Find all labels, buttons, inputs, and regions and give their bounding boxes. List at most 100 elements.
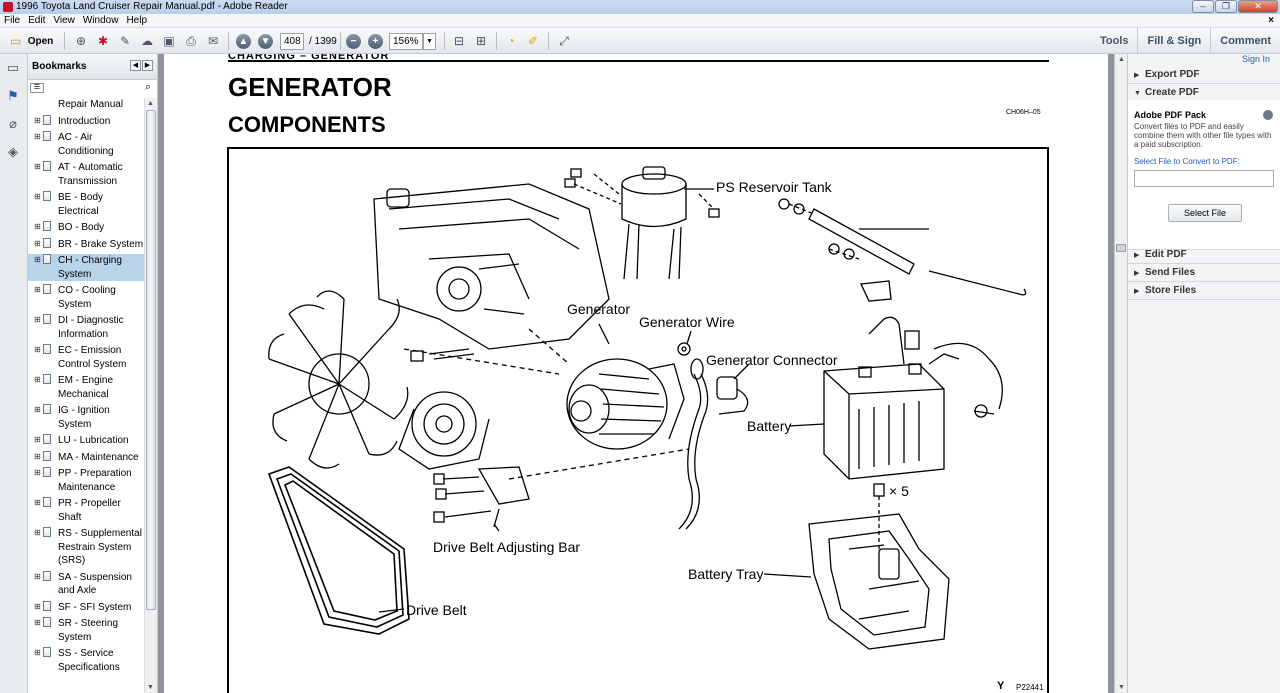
expand-icon[interactable]: ⊞ bbox=[34, 618, 41, 627]
bookmark-item[interactable]: ⊞EM - Engine Mechanical bbox=[28, 374, 144, 401]
bookmark-item[interactable]: ⊞PP - Preparation Maintenance bbox=[28, 467, 144, 494]
scroll-down-icon[interactable]: ▼ bbox=[1118, 684, 1125, 691]
bookmarks-icon[interactable]: ⚑ bbox=[7, 88, 19, 103]
open-button[interactable]: ▭ Open bbox=[4, 32, 56, 50]
expand-icon[interactable]: ⊞ bbox=[34, 498, 41, 507]
bookmark-item[interactable]: ⊞BE - Body Electrical bbox=[28, 191, 144, 218]
save-icon[interactable]: ▣ bbox=[163, 34, 175, 48]
expand-icon[interactable]: ⊞ bbox=[34, 528, 41, 537]
highlight-icon[interactable]: ✐ bbox=[527, 34, 539, 48]
scroll-thumb[interactable] bbox=[1116, 244, 1126, 252]
fit-width-icon[interactable]: ⊞ bbox=[475, 34, 487, 48]
zoom-input[interactable]: 156% bbox=[389, 32, 423, 50]
scroll-down-icon[interactable]: ▼ bbox=[147, 684, 154, 691]
close-window-button[interactable]: ✕ bbox=[1238, 0, 1278, 13]
menu-window[interactable]: Window bbox=[82, 15, 119, 26]
layers-icon[interactable]: ◈ bbox=[8, 144, 18, 159]
select-file-link[interactable]: Select File to Convert to PDF: bbox=[1134, 157, 1240, 166]
menu-edit[interactable]: Edit bbox=[28, 15, 46, 26]
expand-icon[interactable]: ⊞ bbox=[34, 285, 41, 294]
expand-icon[interactable]: ⊞ bbox=[34, 451, 41, 461]
page-thumbnails-icon[interactable]: ▭ bbox=[6, 60, 20, 75]
scroll-up-icon[interactable]: ▲ bbox=[147, 100, 154, 107]
bookmark-item[interactable]: ⊞SR - Steering System bbox=[28, 617, 144, 644]
scroll-up-icon[interactable]: ▲ bbox=[1118, 56, 1125, 63]
menu-view[interactable]: View bbox=[53, 15, 75, 26]
bookmark-item[interactable]: ⊞MA - Maintenance bbox=[28, 450, 144, 465]
minimize-button[interactable]: – bbox=[1192, 0, 1214, 13]
expand-icon[interactable]: ⊞ bbox=[34, 468, 41, 477]
expand-icon[interactable]: ⊞ bbox=[34, 192, 41, 201]
bookmark-item[interactable]: ⊞IG - Ignition System bbox=[28, 404, 144, 431]
expand-icon[interactable]: ⊞ bbox=[34, 601, 41, 611]
send-files-section[interactable]: ▶Send Files bbox=[1128, 264, 1280, 282]
acrobat-icon[interactable]: ✱ bbox=[97, 34, 109, 48]
full-screen-icon[interactable]: ⤢ bbox=[559, 34, 569, 48]
tools-button[interactable]: Tools bbox=[1099, 35, 1129, 47]
bookmark-item[interactable]: ⊞BO - Body bbox=[28, 221, 144, 235]
next-page-icon[interactable]: ▼ bbox=[258, 33, 273, 49]
cloud-upload-icon[interactable]: ☁ bbox=[141, 34, 153, 48]
bookmark-item[interactable]: ⊞SS - Service Specifications bbox=[28, 647, 144, 674]
bookmark-item[interactable]: ⊞SA - Suspension and Axle bbox=[28, 570, 144, 598]
bookmark-item[interactable]: ⊞CH - Charging System bbox=[28, 254, 144, 281]
bookmarks-scrollbar[interactable]: ▲ ▼ bbox=[144, 98, 157, 693]
fill-sign-button[interactable]: Fill & Sign bbox=[1137, 28, 1210, 54]
menu-file[interactable]: File bbox=[4, 15, 21, 26]
document-scrollbar[interactable]: ▲ ▼ bbox=[1114, 54, 1127, 693]
email-icon[interactable]: ✉ bbox=[207, 34, 219, 48]
bookmark-item[interactable]: ⊞DI - Diagnostic Information bbox=[28, 314, 144, 341]
attachments-icon[interactable]: ⌀ bbox=[9, 116, 17, 131]
options-icon[interactable]: ☰ bbox=[30, 83, 44, 93]
zoom-in-icon[interactable]: + bbox=[368, 33, 383, 49]
expand-icon[interactable]: ⊞ bbox=[34, 405, 41, 414]
zoom-dropdown-icon[interactable]: ▼ bbox=[423, 32, 436, 50]
sticky-note-icon[interactable]: ◔ bbox=[507, 34, 515, 48]
expand-icon[interactable]: ⊞ bbox=[34, 435, 41, 444]
store-files-section[interactable]: ▶Store Files bbox=[1128, 282, 1280, 300]
bookmark-item[interactable]: ⊞Introduction bbox=[28, 114, 144, 129]
previous-page-icon[interactable]: ▲ bbox=[236, 33, 251, 49]
bookmark-item[interactable]: ⊞RS - Supplemental Restrain System (SRS) bbox=[28, 527, 144, 568]
create-pdf-icon[interactable]: ⊕ bbox=[75, 34, 87, 48]
bookmark-item[interactable]: ⊞EC - Emission Control System bbox=[28, 344, 144, 371]
expand-icon[interactable]: ⊞ bbox=[34, 571, 41, 581]
expand-icon[interactable]: ⊞ bbox=[34, 162, 41, 171]
expand-icon[interactable]: ⊞ bbox=[34, 238, 41, 248]
close-document-button[interactable]: × bbox=[1268, 15, 1274, 26]
zoom-out-icon[interactable]: − bbox=[346, 33, 361, 49]
page-number-input[interactable]: 408 bbox=[280, 32, 304, 50]
collapse-panel-icon[interactable]: ◀ bbox=[130, 60, 141, 71]
sign-in-link[interactable]: Sign In bbox=[1241, 54, 1270, 64]
bookmark-item[interactable]: ⊞PR - Propeller Shaft bbox=[28, 497, 144, 524]
bookmark-item[interactable]: ⊞AC - Air Conditioning bbox=[28, 131, 144, 158]
bookmark-item[interactable]: ⊞BR - Brake System bbox=[28, 237, 144, 252]
edit-pdf-section[interactable]: ▶Edit PDF bbox=[1128, 246, 1280, 264]
expand-panel-icon[interactable]: ▶ bbox=[142, 60, 153, 71]
comment-button[interactable]: Comment bbox=[1210, 28, 1280, 54]
expand-icon[interactable]: ⊞ bbox=[34, 222, 41, 231]
scroll-thumb[interactable] bbox=[146, 110, 156, 610]
find-bookmark-icon[interactable]: ⌕ bbox=[144, 81, 151, 93]
expand-icon[interactable]: ⊞ bbox=[34, 375, 41, 384]
bookmark-item[interactable]: ⊞AT - Automatic Transmission bbox=[28, 161, 144, 188]
export-pdf-section[interactable]: ▶Export PDF bbox=[1128, 66, 1280, 84]
expand-icon[interactable]: ⊞ bbox=[34, 345, 41, 354]
select-file-button[interactable]: Select File bbox=[1168, 204, 1242, 222]
expand-icon[interactable]: ⊞ bbox=[34, 255, 41, 264]
document-view[interactable]: CHARGING – GENERATOR GENERATOR COMPONENT… bbox=[158, 54, 1114, 693]
bookmark-item[interactable]: ⊞SF - SFI System bbox=[28, 600, 144, 615]
menu-help[interactable]: Help bbox=[126, 15, 148, 26]
print-icon[interactable]: ⎙ bbox=[186, 34, 196, 48]
bookmark-item[interactable]: ⊞LU - Lubrication bbox=[28, 434, 144, 448]
expand-icon[interactable]: ⊞ bbox=[34, 648, 41, 657]
expand-icon[interactable]: ⊞ bbox=[34, 132, 41, 141]
file-input[interactable] bbox=[1134, 170, 1274, 187]
bookmark-item[interactable]: Repair Manual bbox=[28, 98, 144, 112]
expand-icon[interactable]: ⊞ bbox=[34, 115, 41, 125]
fit-page-icon[interactable]: ⊟ bbox=[453, 34, 465, 48]
edit-icon[interactable]: ✎ bbox=[119, 34, 131, 48]
bookmark-item[interactable]: ⊞CO - Cooling System bbox=[28, 284, 144, 311]
expand-icon[interactable]: ⊞ bbox=[34, 315, 41, 324]
restore-button[interactable]: ❐ bbox=[1215, 0, 1237, 13]
